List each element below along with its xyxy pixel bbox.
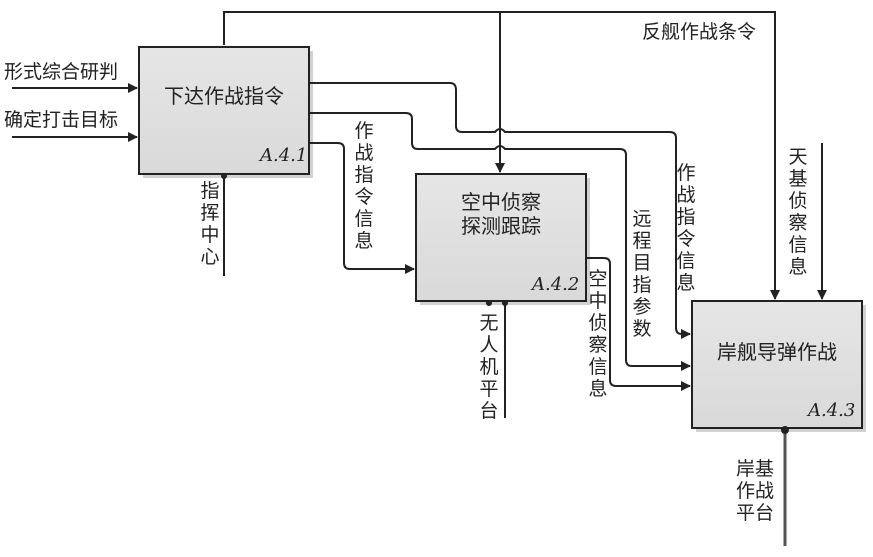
mechanism-label-shore: 岸基作战平台 xyxy=(736,458,775,524)
node-title-a42-line1: 空中侦察 xyxy=(461,190,541,214)
flow-label-remote-params: 远程目指参数 xyxy=(632,208,652,340)
mechanism-dot xyxy=(781,426,789,434)
mechanism-label-uav: 无人机平台 xyxy=(479,312,499,422)
node-box-a41[interactable] xyxy=(138,46,310,175)
flow-arrow-combat-order-to-a43 xyxy=(309,82,691,339)
input-label-situation: 形式综合研判 xyxy=(4,61,119,83)
flow-label-combat-order-a43: 作战指令信息 xyxy=(676,162,696,294)
control-label-space-recon: 天基侦察信息 xyxy=(788,146,808,278)
node-box-a42[interactable] xyxy=(415,173,587,302)
node-id-a43: A.4.3 xyxy=(808,400,856,421)
flow-arrow-air-recon xyxy=(586,257,691,391)
flow-arrow-combat-order-to-a42 xyxy=(309,142,415,274)
flow-arrow-remote-params xyxy=(309,112,691,371)
mechanism-dot xyxy=(502,300,508,306)
control-label-anti-ship-order: 反舰作战条令 xyxy=(642,21,757,43)
mechanism-label-command-center: 指挥中心 xyxy=(200,180,220,268)
node-title-a41: 下达作战指令 xyxy=(164,84,284,108)
input-label-target: 确定打击目标 xyxy=(4,109,119,131)
mechanism-dot xyxy=(486,300,492,306)
node-id-a41: A.4.1 xyxy=(260,145,308,166)
node-title-a43: 岸舰导弹作战 xyxy=(717,340,837,364)
node-title-a42-line2: 探测跟踪 xyxy=(461,214,541,238)
flow-label-combat-order-a42: 作战指令信息 xyxy=(354,120,374,252)
flow-label-air-recon: 空中侦察信息 xyxy=(588,268,608,400)
node-id-a42: A.4.2 xyxy=(532,274,580,295)
mechanism-dot xyxy=(221,173,227,179)
node-box-a43[interactable] xyxy=(691,300,863,429)
